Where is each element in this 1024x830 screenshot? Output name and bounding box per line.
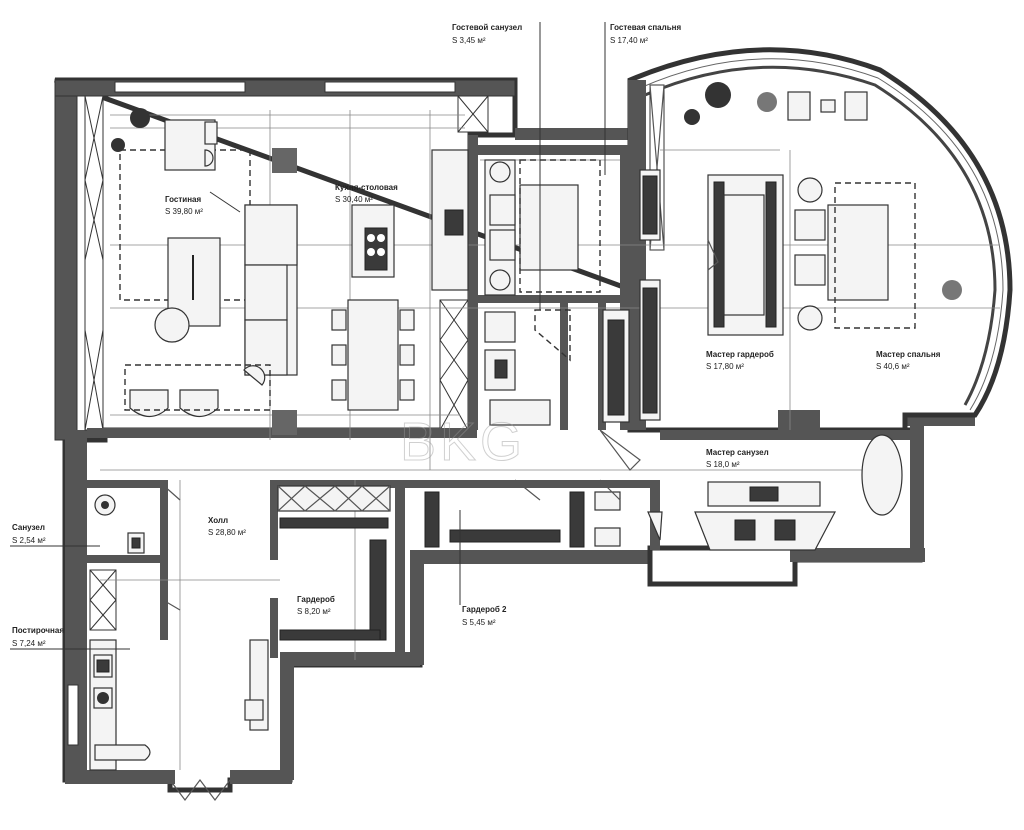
rack-3 — [279, 629, 381, 641]
round-table — [154, 307, 190, 343]
rack-1 — [279, 517, 389, 529]
room-area-guest-bath: S 3,45 м² — [452, 36, 486, 45]
corridor-top-wall — [515, 128, 630, 140]
room-area-master-bath: S 18,0 м² — [706, 460, 740, 469]
room-label-kitchen: Кухня-столовая — [335, 183, 398, 192]
room-area-kitchen: S 30,40 м² — [335, 195, 373, 204]
armchair-1 — [129, 389, 169, 418]
watermark: BKG — [400, 412, 526, 472]
room-label-laundry: Постирочная — [12, 626, 64, 635]
rack-2 — [369, 539, 387, 641]
room-area-laundry: S 7,24 м² — [12, 639, 46, 648]
fridge-icon — [444, 209, 464, 236]
plant-icon — [111, 108, 150, 152]
outer-walls — [54, 77, 976, 793]
room-area-bath: S 2,54 м² — [12, 536, 46, 545]
room-area-wardrobe2: S 5,45 м² — [462, 618, 496, 627]
room-area-master-bedroom: S 40,6 м² — [876, 362, 910, 371]
hall-area — [89, 429, 641, 801]
room-label-wardrobe2: Гардероб 2 — [462, 605, 507, 614]
guest-area — [484, 159, 630, 426]
room-label-hall: Холл — [208, 516, 228, 525]
room-label-bath: Санузел — [12, 523, 45, 532]
room-label-master-bath: Мастер санузел — [706, 448, 769, 457]
master-bed — [827, 204, 889, 301]
guest-bed — [519, 184, 579, 271]
plant-icon — [684, 82, 731, 125]
room-label-guest-bath: Гостевой санузел — [452, 23, 522, 32]
left-facade-wall — [54, 79, 78, 441]
room-label-wardrobe: Гардероб — [297, 595, 335, 604]
room-area-master-closet: S 17,80 м² — [706, 362, 744, 371]
room-area-hall: S 28,80 м² — [208, 528, 246, 537]
living-furniture — [111, 108, 298, 435]
room-label-master-closet: Мастер гардероб — [706, 350, 774, 359]
room-label-guest-bedroom: Гостевая спальня — [610, 23, 681, 32]
closet-rack — [607, 319, 625, 416]
room-area-guest-bedroom: S 17,40 м² — [610, 36, 648, 45]
master-furniture — [639, 82, 962, 421]
room-label-living: Гостиная — [165, 195, 201, 204]
dining-table — [347, 299, 399, 411]
armchair-2 — [179, 389, 219, 418]
master-bath-fixtures — [594, 434, 903, 551]
room-area-wardrobe: S 8,20 м² — [297, 607, 331, 616]
stove-icon — [364, 227, 388, 271]
armchair-4 — [844, 91, 868, 121]
kitchen-furniture — [331, 149, 469, 411]
armchair-3 — [787, 91, 811, 121]
room-area-living: S 39,80 м² — [165, 207, 203, 216]
bathtub — [861, 434, 903, 516]
room-label-master-bedroom: Мастер спальня — [876, 350, 941, 359]
room-labels: Гостиная S 39,80 м² Кухня-столовая S 30,… — [10, 22, 941, 650]
